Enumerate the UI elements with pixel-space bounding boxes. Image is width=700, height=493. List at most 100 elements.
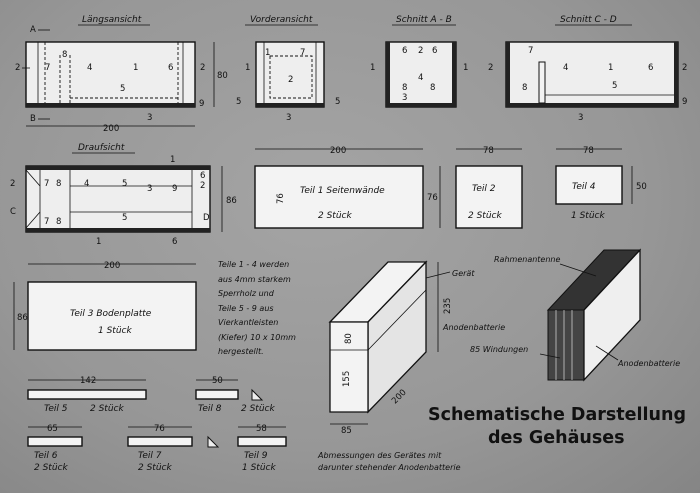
teil7-name: Teil 7 [138, 451, 162, 461]
ab-num4: 4 [418, 73, 423, 83]
label-anodenbatterie2: Anodenbatterie [617, 359, 680, 368]
teil8-wedge [251, 388, 264, 401]
laengs-num2: 2 [15, 63, 20, 73]
drauf-num7b: 7 [44, 217, 49, 227]
cd-num5: 5 [612, 81, 617, 91]
drauf-num4: 4 [84, 179, 89, 189]
teil9-dim58-label: 58 [256, 424, 267, 434]
teil7-strip [127, 436, 193, 447]
vorder-num7: 7 [300, 48, 305, 58]
teil3-dim200-label: 200 [104, 261, 120, 271]
teil4-dim78-label: 78 [583, 146, 594, 156]
laengs-num4: 4 [87, 63, 92, 73]
vorder-floor [256, 103, 324, 107]
drauf-body [25, 165, 211, 233]
teil6-strip [27, 436, 83, 447]
teil9-name: Teil 9 [244, 451, 268, 461]
laengs-dim200-label: 200 [103, 124, 119, 134]
vorder-num5l: 5 [236, 97, 241, 107]
drauf-num6: 6 [200, 171, 205, 181]
drauf-num8: 8 [56, 179, 61, 189]
schnitt-ab-wall-r [452, 42, 456, 107]
teil3-part: 200 Teil 3 Bodenplatte 1 Stück 86 [13, 261, 197, 351]
drauf-num7: 7 [44, 179, 49, 189]
device-dim200-label: 200 [390, 388, 409, 407]
vorder-num1l: 1 [245, 63, 250, 73]
note-line-7: hergestellt. [218, 347, 264, 356]
vorderansicht-title: Vorderansicht [250, 15, 313, 25]
teil7-dim76-label: 76 [154, 424, 165, 434]
teil6-qty: 2 Stück [34, 463, 68, 473]
teil8-name: Teil 8 [198, 404, 222, 414]
teil4-dim50-label: 50 [636, 182, 647, 192]
teil3-name: Teil 3 Bodenplatte [70, 309, 152, 319]
teil1-dim76-label: 76 [276, 193, 286, 204]
teil3-panel [27, 281, 197, 351]
marker-a: A [30, 25, 36, 35]
teil2-dim76-label: 76 [427, 193, 438, 203]
teil4-panel [555, 165, 623, 205]
drauf-num2: 2 [10, 179, 15, 189]
lead-windungen [539, 353, 561, 359]
teil9-part: 58 Teil 9 1 Stück [237, 424, 287, 473]
laengs-num1: 1 [133, 63, 138, 73]
marker-c: C [10, 207, 16, 217]
label-anodenbatterie: Anodenbatterie [442, 323, 505, 332]
teil8-strip [195, 389, 239, 400]
vorder-dash [269, 55, 313, 99]
teil5-dim142-label: 142 [80, 376, 96, 386]
device-front [329, 321, 369, 413]
ab-num6b: 6 [432, 46, 437, 56]
teil8-qty: 2 Stück [241, 404, 275, 414]
schnitt-cd-wall-r [674, 42, 678, 107]
label-rahmenantenne: Rahmenantenne [494, 255, 560, 264]
schnitt-ab-floor [386, 103, 456, 107]
draufsicht-view: Draufsicht 1 2 7 8 4 5 3 9 6 2 7 8 5 1 6… [10, 143, 237, 247]
vorder-num1: 1 [265, 48, 270, 58]
cd-num3: 3 [578, 113, 583, 123]
cd-num7: 7 [528, 46, 533, 56]
title-line-2: des Gehäuses [488, 428, 625, 448]
drauf-num1b: 1 [96, 237, 101, 247]
laengs-num2r: 2 [200, 63, 205, 73]
schnitt-cd-wall-l [506, 42, 510, 107]
ab-num1r: 1 [463, 63, 468, 73]
antenna-coil-front [547, 309, 585, 381]
cd-num1: 1 [608, 63, 613, 73]
ab-num3: 3 [402, 93, 407, 103]
teil3-dim86-label: 86 [17, 313, 28, 323]
schnitt-cd-floor [506, 103, 678, 107]
material-note: Teile 1 - 4 werden aus 4mm starkem Sperr… [218, 260, 296, 356]
drauf-num8b: 8 [56, 217, 61, 227]
teil4-qty: 1 Stück [571, 211, 605, 221]
drauf-diag2 [25, 211, 41, 229]
draufsicht-title: Draufsicht [78, 143, 125, 153]
teil3-qty: 1 Stück [98, 326, 132, 336]
cd-num2r: 2 [682, 63, 687, 73]
drauf-dim86-label: 86 [226, 196, 237, 206]
caption-line-1: Abmessungen des Gerätes mit [317, 451, 442, 460]
teil8-dim50-label: 50 [212, 376, 223, 386]
vorderansicht-view: Vorderansicht 1 7 1 2 5 5 3 [236, 15, 340, 123]
cd-num4: 4 [563, 63, 568, 73]
teil1-name: Teil 1 Seitenwände [300, 186, 385, 196]
drauf-num3: 3 [147, 184, 152, 194]
note-line-6: (Kiefer) 10 x 10mm [218, 333, 296, 342]
laengs-num9: 9 [199, 99, 204, 109]
title-line-1: Schematische Darstellung [428, 405, 686, 425]
vorder-body [255, 41, 325, 108]
teil1-dim200-label: 200 [330, 146, 346, 156]
device-3d: 235 80 155 85 200 Gerät Anodenbatterie [328, 260, 505, 436]
note-line-1: Teile 1 - 4 werden [218, 260, 289, 269]
schnitt-cd-post [538, 61, 546, 104]
label-geraet: Gerät [452, 269, 475, 278]
device-split-side [367, 289, 427, 351]
teil7-wedge [207, 435, 220, 448]
marker-d: D [203, 213, 210, 223]
drauf-num9: 9 [172, 184, 177, 194]
device-dim80-label: 80 [344, 333, 354, 344]
teil1-panel [254, 165, 424, 229]
schnitt-cd-view: Schnitt C - D 7 2 4 1 6 2 8 5 9 3 [488, 15, 687, 123]
